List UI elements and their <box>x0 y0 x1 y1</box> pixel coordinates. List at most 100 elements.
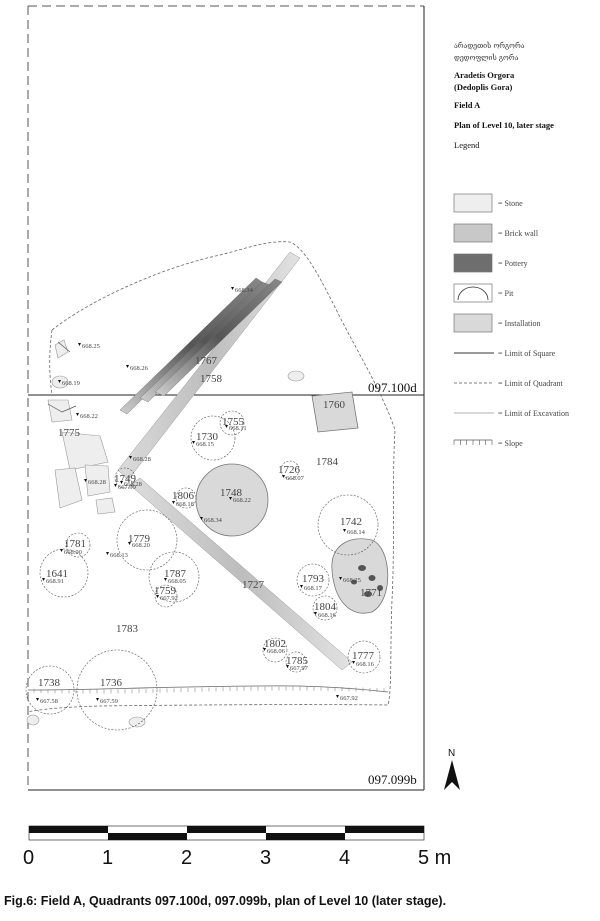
elevation-marker-icon <box>192 441 195 444</box>
elevation-point: 668.28 <box>84 479 106 486</box>
feature-label-1641: 1641 <box>46 568 68 580</box>
elevation-value: 668.00 <box>64 549 82 556</box>
elevation-point: 668.91 <box>42 578 64 585</box>
title-plan: Plan of Level 10, later stage <box>454 120 554 130</box>
elevation-value: 668.13 <box>110 552 128 559</box>
elevation-point: 667.97 <box>286 665 309 672</box>
elevation-value: 668.34 <box>204 517 223 524</box>
slope-line <box>27 685 389 693</box>
feature-label-1726: 1726 <box>278 464 301 476</box>
elevation-marker-icon <box>336 695 339 698</box>
elevation-value: 667.99 <box>118 484 136 491</box>
elevation-marker-icon <box>36 698 39 701</box>
elevation-marker-icon <box>231 287 234 290</box>
elevation-value: 668.91 <box>46 578 64 585</box>
feature-label-1771: 1771 <box>360 587 382 599</box>
scale-tick-label: 2 <box>181 847 192 869</box>
legend-item-pit: = Pit <box>453 283 514 303</box>
elevation-value: 668.16 <box>318 612 337 619</box>
legend: = Stone = Brick wall = Pottery = Pit = Insta… <box>453 193 569 448</box>
legend-swatch-stone <box>453 193 493 213</box>
elevation-value: 668.28 <box>124 481 142 488</box>
legend-swatch-pit <box>453 283 493 303</box>
scale-tick-label: 5 m <box>418 847 451 869</box>
north-arrow: N <box>444 748 460 790</box>
elevation-value: 668.18 <box>176 501 194 508</box>
title-georgian-1: არადეთის ორგორა <box>454 42 525 50</box>
elevation-point: 667.92 <box>156 595 178 602</box>
elevation-point: 667.92 <box>336 695 358 702</box>
feature-label-1742: 1742 <box>340 516 362 528</box>
elevation-marker-icon <box>60 549 63 552</box>
elevation-labels: 668.25 668.19 668.26 668.22 668.28 668.34 668.… <box>36 287 375 705</box>
feature-label-1781: 1781 <box>64 538 86 550</box>
elevation-value: 668.34 <box>235 287 254 294</box>
installation-1771-pottery <box>351 565 383 597</box>
legend-item-slope: = Slope <box>453 439 523 448</box>
elevation-value: 667.97 <box>290 665 309 672</box>
elevation-value: 668.19 <box>62 380 80 387</box>
elevation-point: 668.26 <box>126 365 149 372</box>
elevation-point: 668.25 <box>339 577 361 584</box>
elevation-point: 668.28 <box>120 481 142 488</box>
feature-label-1802: 1802 <box>264 638 286 650</box>
elevation-value: 668.07 <box>286 475 305 482</box>
feature-label-1785: 1785 <box>286 655 309 667</box>
elevation-marker-icon <box>106 552 109 555</box>
feature-label-1787: 1787 <box>164 568 187 580</box>
elevation-value: 668.22 <box>80 413 98 420</box>
elevation-value: 668.28 <box>133 456 151 463</box>
elevation-value: 667.92 <box>340 695 358 702</box>
elevation-marker-icon <box>156 595 159 598</box>
elevation-marker-icon <box>164 578 167 581</box>
elevation-point: 667.58 <box>36 698 58 705</box>
installations <box>195 391 389 614</box>
legend-swatch-brick <box>453 223 493 243</box>
feature-label-1775: 1775 <box>58 427 81 439</box>
legend-item-pottery: = Pottery <box>453 253 528 273</box>
feature-label-1777: 1777 <box>352 650 375 662</box>
feature-labels: 1767175817601775175517301749172617841806… <box>38 355 382 689</box>
title-site-name: Aradetis Orgora <box>454 70 515 80</box>
square-limits <box>27 5 425 791</box>
elevation-point: 668.22 <box>229 497 251 504</box>
elevation-value: 668.15 <box>196 441 214 448</box>
elevation-point: 668.22 <box>76 413 98 420</box>
feature-label-1767: 1767 <box>195 355 218 367</box>
feature-label-1758: 1758 <box>200 373 223 385</box>
elevation-value: 668.25 <box>82 343 100 350</box>
legend-label: = Pottery <box>498 259 528 268</box>
legend-label: = Slope <box>498 439 523 448</box>
elevation-marker-icon <box>172 501 175 504</box>
elevation-point: 668.20 <box>128 542 150 549</box>
elevation-value: 668.16 <box>356 661 375 668</box>
pit-arc-icon <box>457 286 489 301</box>
scale-segment <box>345 826 424 833</box>
elevation-marker-icon <box>114 484 117 487</box>
pottery-1767-c <box>154 278 283 397</box>
north-label: N <box>448 748 455 759</box>
legend-item-stone: = Stone <box>453 193 523 213</box>
elevation-marker-icon <box>314 612 317 615</box>
elevation-point: 668.15 <box>192 441 214 448</box>
elevation-point: 668.28 <box>129 456 151 463</box>
excavation-limit-west <box>49 329 53 396</box>
feature-label-1730: 1730 <box>196 431 219 443</box>
elevation-marker-icon <box>58 380 61 383</box>
elevation-value: 668.17 <box>304 585 323 592</box>
scale-bar-outline <box>28 825 425 841</box>
elevation-point: 668.06 <box>263 648 286 655</box>
legend-label: = Brick wall <box>498 229 539 238</box>
scale-tick-label: 0 <box>23 847 34 869</box>
elevation-point: 668.05 <box>164 578 186 585</box>
feature-label-1806: 1806 <box>172 490 195 502</box>
elevation-value: 667.92 <box>160 595 178 602</box>
legend-label: = Installation <box>498 319 541 328</box>
pits <box>25 410 381 731</box>
scale-segment <box>266 833 345 840</box>
feature-label-1760: 1760 <box>323 399 346 411</box>
elevation-marker-icon <box>128 542 131 545</box>
legend-swatch-pottery <box>453 253 493 273</box>
